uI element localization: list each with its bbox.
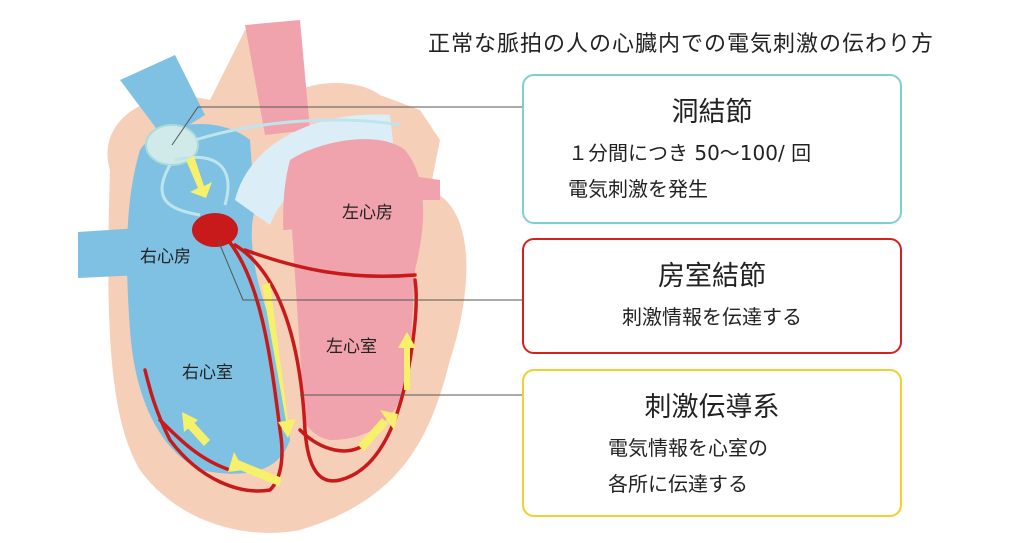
sa-node-title: 洞結節 <box>671 97 753 128</box>
av-node-line-1: 刺激情報を伝達する <box>622 305 802 329</box>
pulmonary-vein <box>405 175 440 200</box>
av-node-title: 房室結節 <box>658 261 766 292</box>
sa-node-line-2: 電気刺激を発生 <box>568 177 708 201</box>
pulmonary-artery <box>245 20 310 135</box>
internodal-paths <box>160 118 401 217</box>
conduction-title: 刺激伝導系 <box>644 392 780 423</box>
vena-cava-left <box>78 228 140 278</box>
superior-vena-cava <box>120 55 205 140</box>
conduction-line-1: 電気情報を心室の <box>608 436 768 460</box>
leader-lines <box>171 106 522 396</box>
right-heart <box>127 123 291 474</box>
page-title: 正常な脈拍の人の心臓内での電気刺激の伝わり方 <box>428 32 935 57</box>
av-node <box>192 213 238 247</box>
label-right-atrium: 右心房 <box>140 247 191 267</box>
label-right-ventricle: 右心室 <box>182 363 233 383</box>
sa-node-info-box: 洞結節 １分間につき 50〜100/ 回 電気刺激を発生 <box>522 74 902 224</box>
conduction-line-2: 各所に伝達する <box>608 472 748 496</box>
label-left-atrium: 左心房 <box>342 203 393 223</box>
conduction-info-box: 刺激伝導系 電気情報を心室の 各所に伝達する <box>522 369 902 517</box>
sa-node-line-1: １分間につき 50〜100/ 回 <box>568 141 812 165</box>
left-heart <box>283 139 424 440</box>
av-node-info-box: 房室結節 刺激情報を伝達する <box>522 238 902 354</box>
label-left-ventricle: 左心室 <box>326 337 377 357</box>
impulse-arrows <box>182 156 416 486</box>
